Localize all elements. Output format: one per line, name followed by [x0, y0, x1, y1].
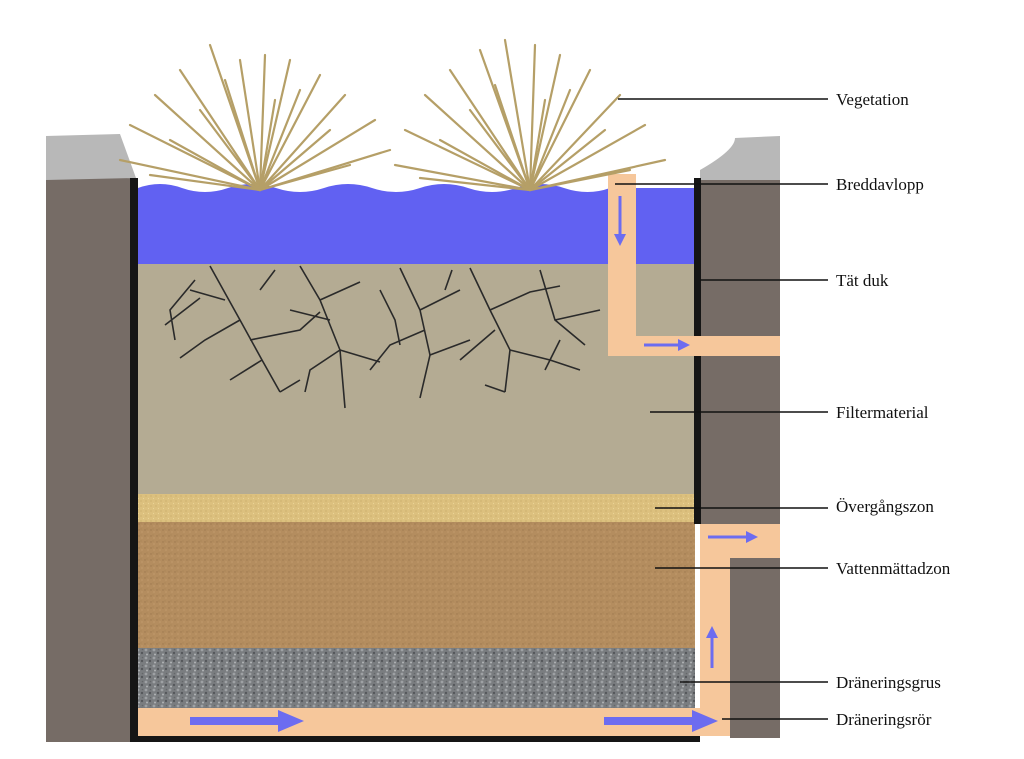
- drainage-gravel-layer: [138, 648, 695, 708]
- vegetation-right: [393, 38, 667, 192]
- arrow-overflow-right: [644, 339, 690, 351]
- arrow-drain-up: [706, 626, 718, 668]
- label-breddavlopp: Breddavlopp: [836, 175, 924, 194]
- label-tat-duk: Tät duk: [836, 271, 889, 290]
- edge-stone-left: [46, 134, 136, 180]
- drainage-pipe: [138, 524, 780, 736]
- label-draneringsror: Dräneringsrör: [836, 710, 932, 729]
- vegetation-left: [118, 43, 392, 192]
- filter-material-layer: [138, 262, 695, 494]
- flow-arrows: [190, 196, 758, 732]
- label-vegetation: Vegetation: [836, 90, 909, 109]
- edge-stone-right: [700, 136, 780, 180]
- arrow-pipe-right: [604, 710, 718, 732]
- label-overgangszon: Övergångszon: [836, 497, 934, 516]
- soil-left: [46, 178, 134, 742]
- overflow-pipe: [608, 174, 780, 356]
- label-draneringsgrus: Dräneringsgrus: [836, 673, 941, 692]
- saturated-zone-layer: [138, 522, 695, 648]
- liner-left: [130, 178, 138, 742]
- water-pond: [138, 184, 610, 264]
- label-vattenmattadzon: Vattenmättadzon: [836, 559, 951, 578]
- soil-right-middle: [700, 356, 780, 524]
- soil-right-lower: [730, 558, 780, 738]
- liner-right-upper: [694, 178, 701, 336]
- water-pond-right: [636, 188, 694, 264]
- arrow-pipe-left: [190, 710, 304, 732]
- soil-right-upper: [700, 178, 780, 336]
- arrow-overflow-down: [614, 196, 626, 246]
- transition-zone-layer: [138, 494, 695, 522]
- arrow-drain-outlet: [708, 531, 758, 543]
- liner-right-lower: [694, 356, 701, 524]
- label-filtermaterial: Filtermaterial: [836, 403, 929, 422]
- liner-bottom: [130, 736, 700, 742]
- leader-lines: [615, 98, 828, 720]
- roots: [164, 265, 601, 409]
